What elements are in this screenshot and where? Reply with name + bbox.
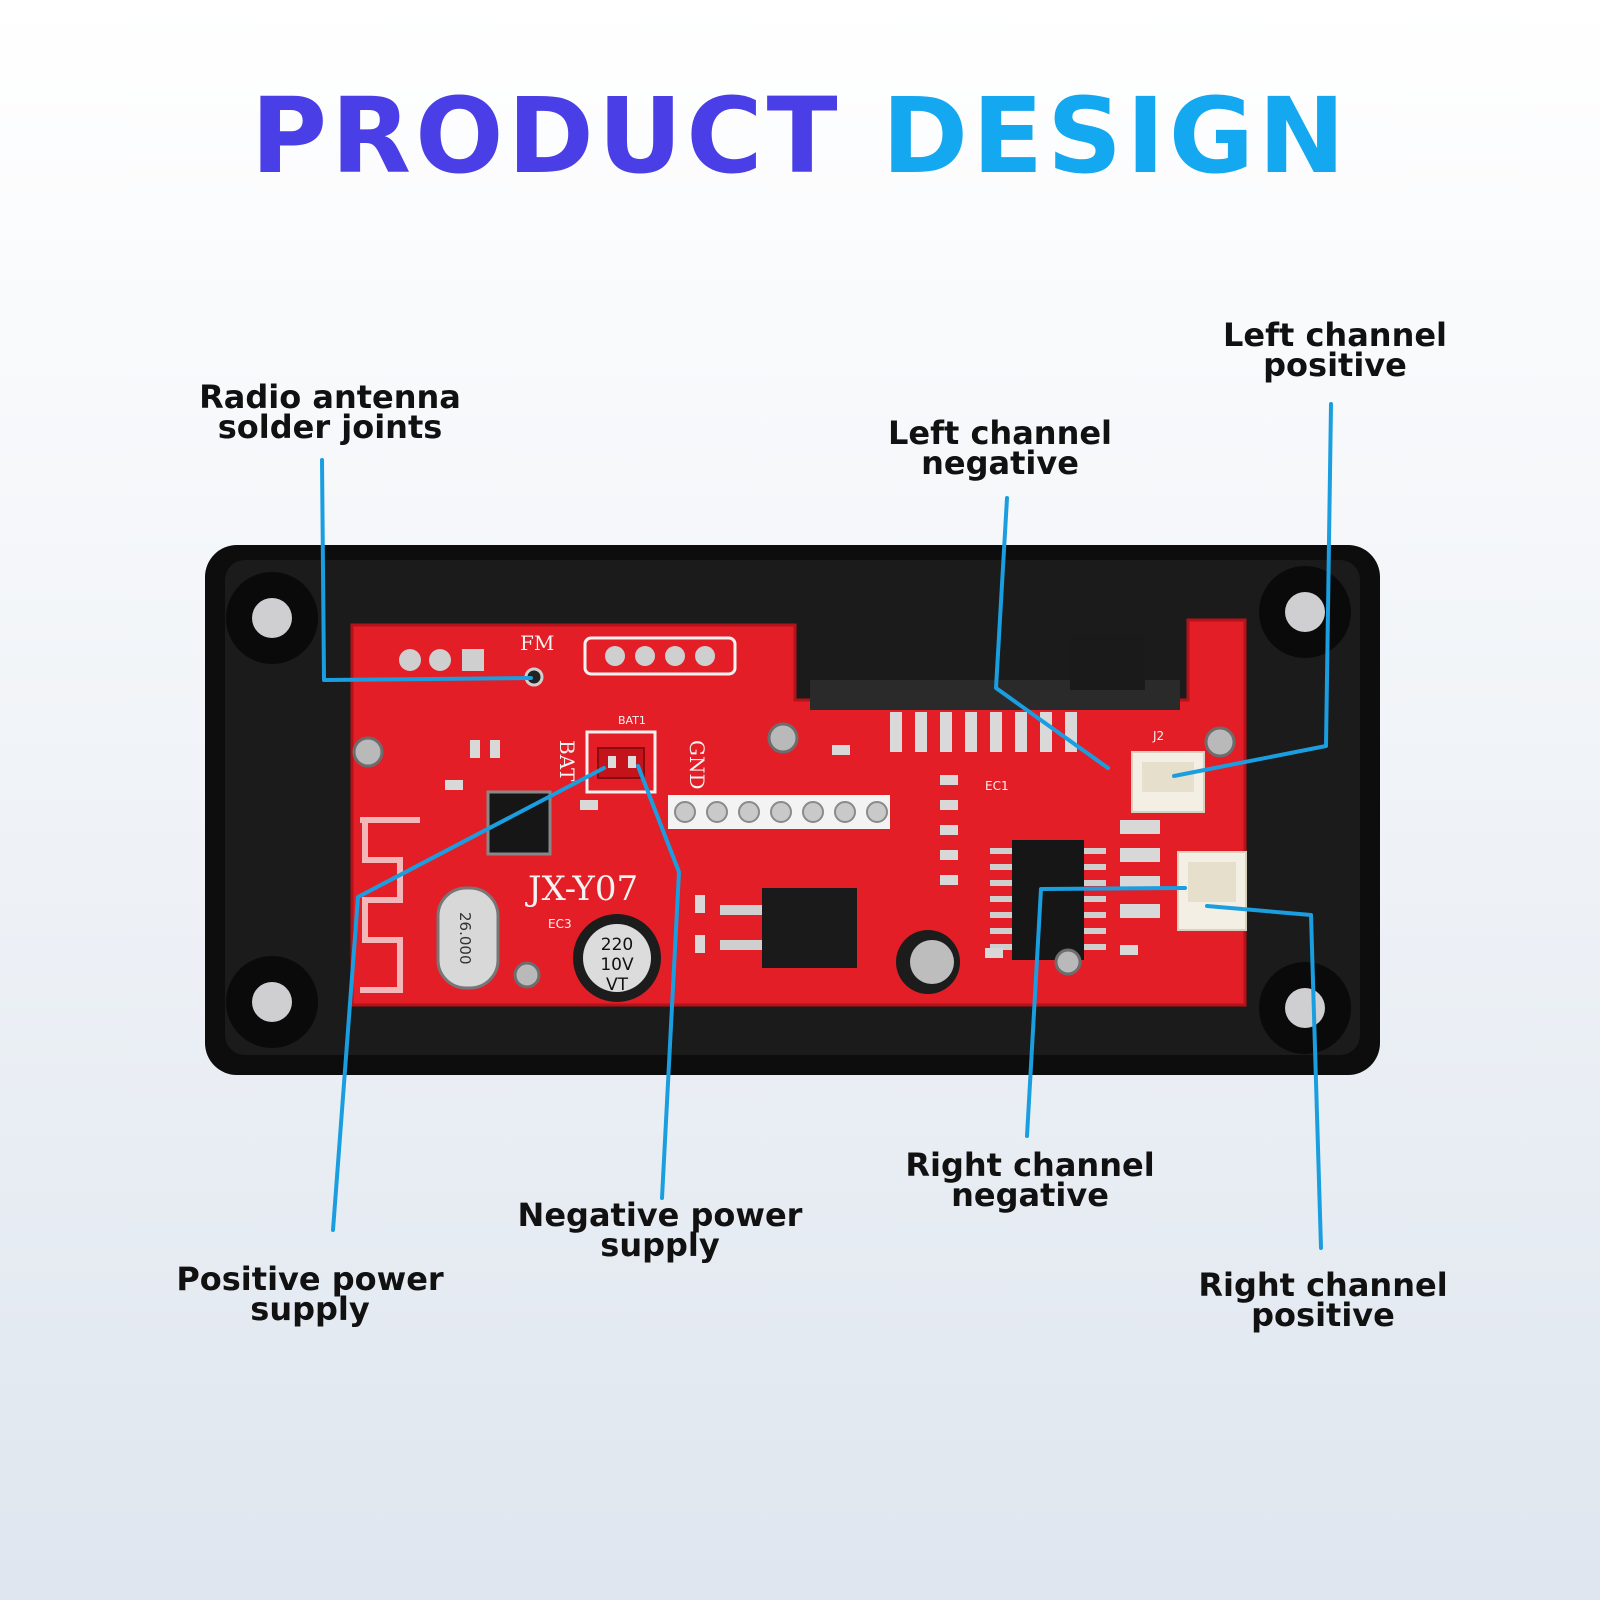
smd-components [445, 740, 1160, 958]
title-word-design: DESIGN [881, 75, 1350, 197]
crystal-oscillator [436, 886, 500, 990]
marking-gnd: GND [685, 740, 709, 790]
leader-radio-antenna [320, 458, 533, 682]
antenna-trace [360, 817, 420, 993]
label-right-positive: Right channel positive [1198, 1266, 1448, 1334]
screw-bottom-left [513, 961, 541, 989]
cap-value-line3: VT [606, 975, 629, 995]
marking-ec1: EC1 [985, 779, 1009, 793]
capacitor-ec3 [573, 914, 661, 1002]
amplifier-pins [990, 848, 1106, 950]
marking-bat1: BAT1 [618, 714, 646, 727]
screw-bottom-right [1054, 948, 1082, 976]
amplifier-ic [1012, 840, 1084, 960]
screw-center [767, 722, 799, 754]
label-positive-power: Positive power supply [176, 1260, 444, 1328]
marking-model: JX-Y07 [525, 869, 638, 909]
marking-j2: J2 [1152, 729, 1164, 743]
marking-crystal: 26.000 [456, 912, 474, 965]
leader-right-negative [1025, 886, 1187, 1138]
mount-post-bottom-left [226, 956, 318, 1048]
screw-left [352, 736, 384, 768]
page-title: PRODUCT DESIGN [0, 84, 1600, 188]
marking-bat: BAT [555, 740, 579, 782]
fm-pads [399, 649, 544, 687]
leader-left-negative [994, 496, 1110, 770]
label-left-positive: Left channel positive [1222, 316, 1448, 384]
leader-right-positive [1205, 904, 1323, 1250]
screw-right [1204, 726, 1236, 758]
leader-positive-power [331, 766, 606, 1232]
label-radio-antenna: Radio antenna solder joints [199, 378, 461, 446]
leader-negative-power [636, 764, 681, 1200]
cap-value-line1: 220 [601, 935, 633, 955]
label-left-negative: Left channel negative [887, 414, 1113, 482]
mount-post-top-left [226, 572, 318, 664]
label-negative-power: Negative power supply [517, 1196, 803, 1264]
header-pins [674, 801, 888, 823]
marking-fm: FM [520, 631, 554, 655]
cap-value-line2: 10V [600, 955, 634, 975]
capacitor-ec2 [896, 930, 960, 994]
leader-left-positive [1172, 402, 1333, 778]
button-pads [583, 636, 737, 676]
marking-ec3: EC3 [548, 917, 572, 931]
transistor [1070, 635, 1145, 690]
label-right-negative: Right channel negative [905, 1146, 1155, 1214]
title-word-product: PRODUCT [250, 75, 842, 197]
voltage-regulator [762, 888, 857, 968]
